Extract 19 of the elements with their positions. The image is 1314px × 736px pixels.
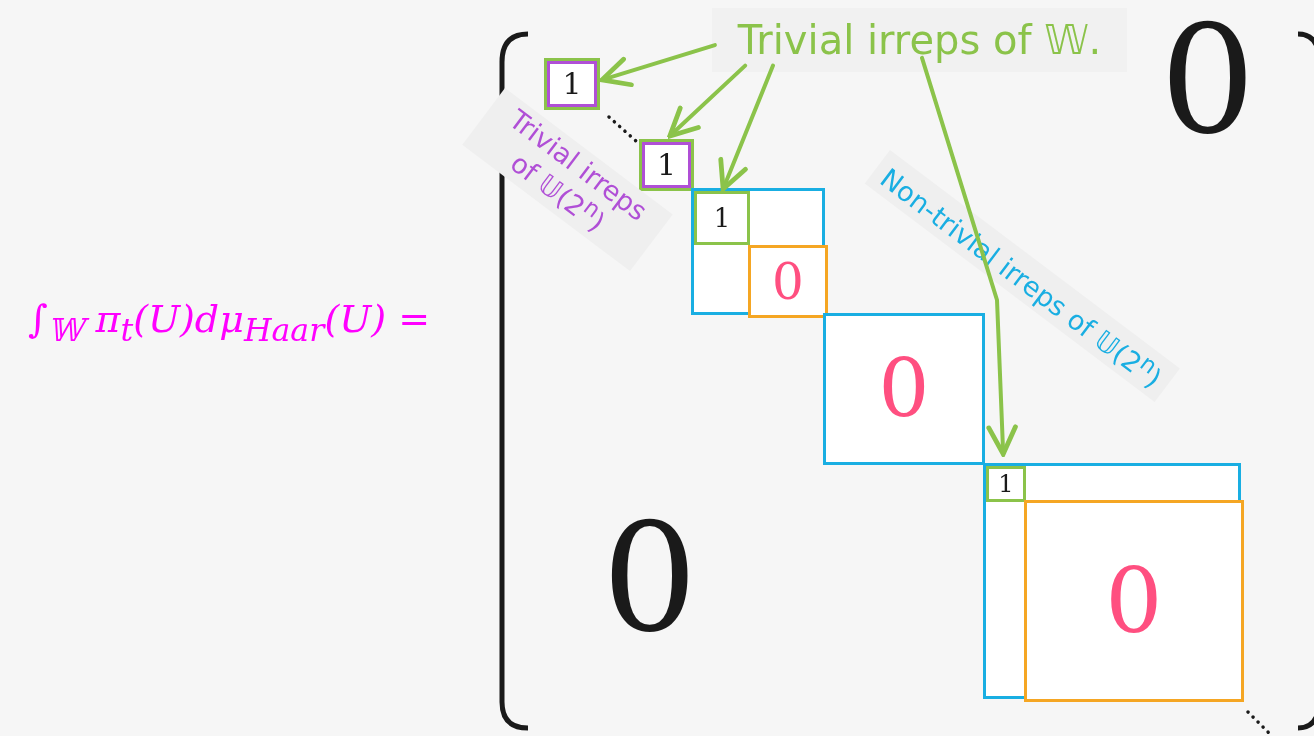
matrix-block bbox=[983, 463, 1241, 699]
entry-box bbox=[544, 58, 600, 110]
entry-box bbox=[986, 466, 1026, 502]
zero-block-label: 0 bbox=[602, 500, 698, 658]
matrix-entry: 0 bbox=[772, 256, 804, 307]
matrix-entry: 1 bbox=[998, 472, 1014, 496]
arrow bbox=[718, 63, 775, 192]
annotation-text: Trivial irreps of 𝕎. bbox=[712, 8, 1127, 72]
arrow bbox=[920, 55, 1018, 457]
equation-text: ∫$_{𝕎}$ π$_{t}$(U)dμ$_{Haar}$(U) = bbox=[28, 300, 430, 347]
matrix-entry: 0 bbox=[1105, 556, 1163, 646]
arrow bbox=[667, 63, 748, 139]
entry-box bbox=[748, 245, 828, 318]
entry-box bbox=[694, 191, 750, 245]
entry-box bbox=[1024, 500, 1244, 702]
entry-box bbox=[823, 313, 985, 465]
arrow bbox=[599, 43, 717, 88]
matrix-entry: 1 bbox=[713, 205, 731, 231]
matrix-block bbox=[691, 188, 825, 315]
